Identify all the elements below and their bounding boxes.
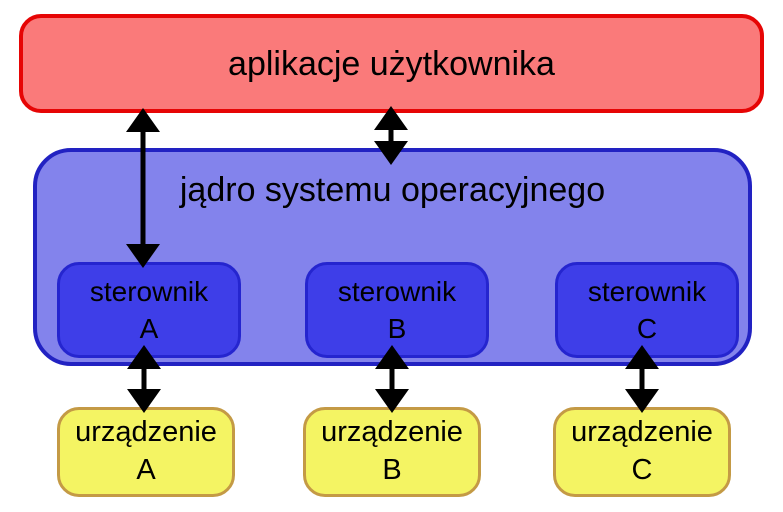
device-c-letter: C [631,454,653,486]
apps-box: aplikacje użytkownika [19,14,764,113]
driver-b-letter: B [387,313,407,344]
device-b-label: urządzenie [321,416,463,449]
device-box-c: urządzenie C [553,407,731,497]
driver-box-b: sterownik B [305,262,489,358]
driver-a-letter: A [139,313,159,344]
device-a-letter: A [136,454,156,486]
driver-a-label: sterownik [89,275,209,307]
kernel-box: jądro systemu operacyjnego sterownik A s… [33,148,752,366]
driver-c-letter: C [636,313,658,344]
driver-box-c: sterownik C [555,262,739,358]
driver-c-label: sterownik [587,275,707,307]
device-a-label: urządzenie [75,416,217,449]
driver-b-label: sterownik [337,275,457,307]
kernel-label: jądro systemu operacyjnego [179,171,606,209]
device-b-letter: B [382,454,402,486]
device-box-b: urządzenie B [303,407,481,497]
device-box-a: urządzenie A [57,407,235,497]
device-c-label: urządzenie [571,416,713,449]
driver-box-a: sterownik A [57,262,241,358]
apps-label: aplikacje użytkownika [228,44,555,83]
